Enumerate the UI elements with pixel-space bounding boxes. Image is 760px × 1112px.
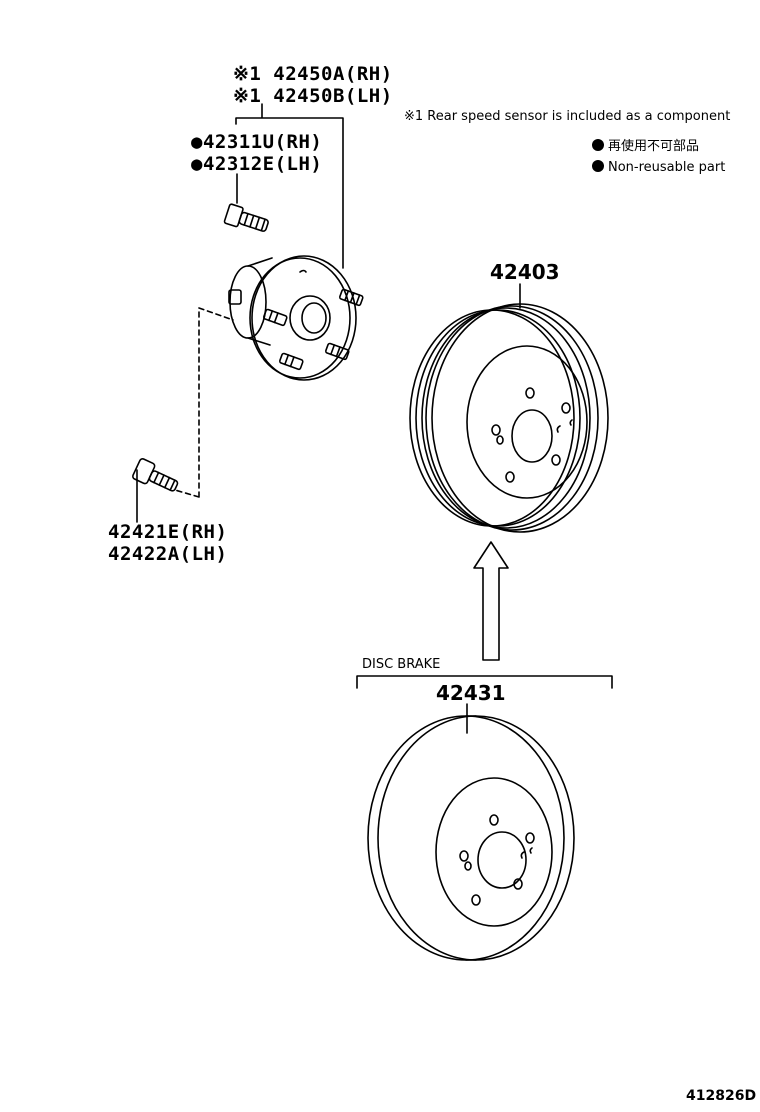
non-reusable-dot-icon — [592, 139, 604, 151]
hub-bolt-part-rh: ●42311U(RH) — [191, 131, 323, 153]
hub-bolt-drawing — [223, 203, 269, 232]
hub-screw-dashed-line — [174, 307, 234, 498]
brake-disc-drawing — [367, 715, 575, 961]
hub-part-rh: ※1 42450A(RH) — [233, 63, 393, 85]
hub-part-lh: ※1 42450B(LH) — [233, 85, 393, 107]
disc-bracket-line — [356, 675, 613, 689]
hub-screw-drawing — [132, 458, 179, 492]
legend-en-text: Non-reusable part — [608, 160, 726, 175]
sensor-note: ※1 Rear speed sensor is included as a co… — [404, 109, 731, 124]
disc-brake-label: DISC BRAKE — [362, 657, 441, 672]
brake-drum-drawing — [409, 303, 609, 533]
drum-part-number: 42403 — [490, 260, 560, 284]
disc-part-number: 42431 — [436, 681, 506, 705]
figure-id: 412826D — [686, 1088, 757, 1104]
hub-bearing-drawing — [228, 255, 364, 381]
non-reusable-dot-icon — [592, 160, 604, 172]
swap-arrow — [473, 541, 509, 661]
legend-non-reusable-en: Non-reusable part — [592, 160, 725, 174]
legend-non-reusable-jp: 再使用不可部品 — [592, 139, 699, 153]
hub-leader-line — [235, 103, 344, 269]
legend-jp-text: 再使用不可部品 — [608, 139, 700, 154]
hub-screw-part-rh: 42421E(RH) — [108, 521, 228, 543]
hub-bolt-part-lh: ●42312E(LH) — [191, 153, 323, 175]
hub-screw-part-lh: 42422A(LH) — [108, 543, 228, 565]
